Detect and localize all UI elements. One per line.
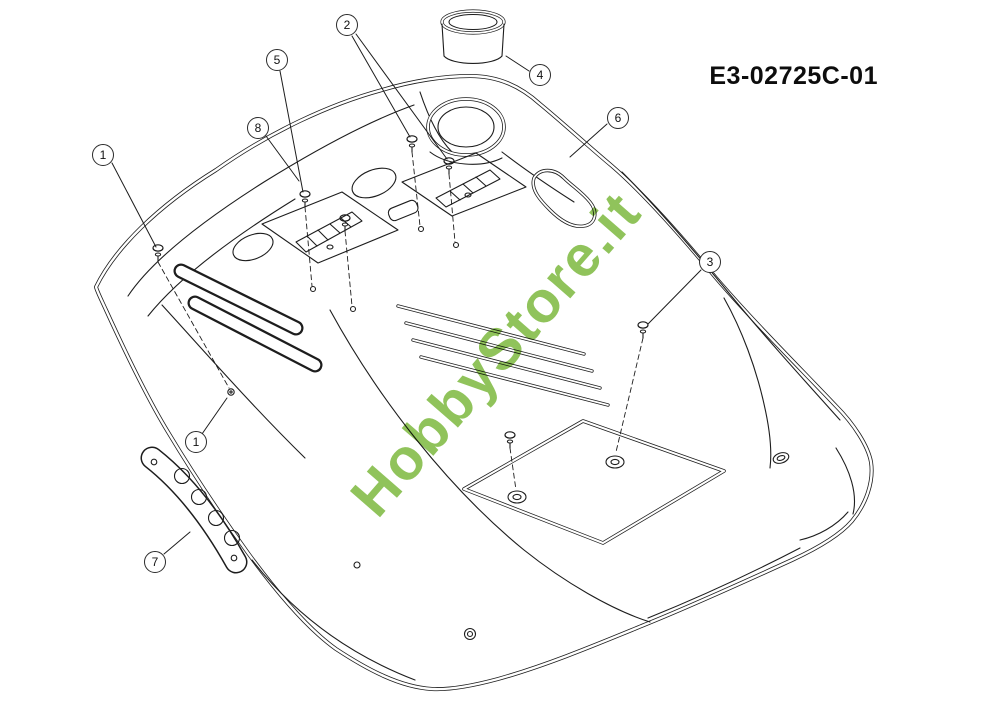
- callout-1: 1: [185, 431, 207, 453]
- part-number: E3-02725C-01: [709, 62, 878, 90]
- callout-7: 7: [144, 551, 166, 573]
- bracket-part-7: [151, 458, 239, 562]
- callout-leader-line: [351, 35, 411, 138]
- rear-plate: [462, 419, 726, 545]
- callout-leader-line: [569, 123, 608, 158]
- assembly-axes: [157, 151, 644, 491]
- callout-leader-line: [647, 269, 702, 325]
- body-holes: [227, 225, 790, 641]
- callout-leader-line: [201, 397, 228, 435]
- callout-leader-line: [163, 531, 191, 555]
- fender-slots: [173, 263, 323, 373]
- callout-leader-line: [111, 162, 157, 248]
- callout-5: 5: [266, 49, 288, 71]
- body-contours: [127, 91, 856, 681]
- callout-leader-line: [265, 135, 300, 182]
- callout-4: 4: [529, 64, 551, 86]
- callout-leader-lines: [111, 33, 702, 555]
- callout-leader-line: [279, 70, 304, 193]
- callout-2: 2: [336, 14, 358, 36]
- fuel-opening: [426, 97, 506, 157]
- callout-1: 1: [92, 144, 114, 166]
- seat-brackets: [232, 152, 527, 264]
- callout-leader-line: [505, 55, 530, 72]
- callout-3: 3: [699, 251, 721, 273]
- callout-6: 6: [607, 107, 629, 129]
- callout-leader-line: [355, 33, 448, 160]
- callout-8: 8: [247, 117, 269, 139]
- fuel-cup: [440, 9, 506, 64]
- footwell-ribs: [396, 304, 610, 407]
